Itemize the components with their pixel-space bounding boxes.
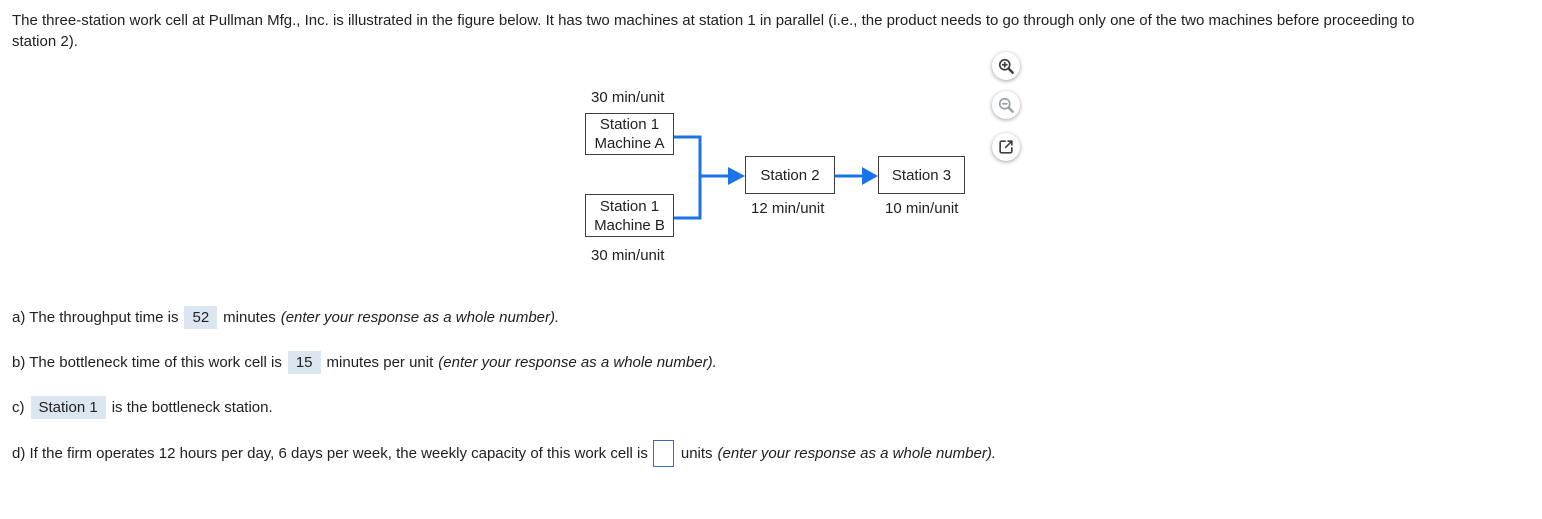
question-d: d) If the firm operates 12 hours per day… xyxy=(12,440,996,467)
question-b-prefix: b) The bottleneck time of this work cell… xyxy=(12,354,282,371)
arrowhead-to-station2-icon xyxy=(728,167,745,185)
zoom-in-icon xyxy=(998,58,1014,74)
question-c-answer-field[interactable]: Station 1 xyxy=(30,396,106,419)
station2-rate-label: 12 min/unit xyxy=(751,200,825,217)
arrowhead-to-station3-icon xyxy=(862,167,878,185)
open-in-new-window-icon xyxy=(999,140,1013,154)
question-b: b) The bottleneck time of this work cell… xyxy=(12,351,717,374)
question-b-note: (enter your response as a whole number). xyxy=(438,354,717,371)
question-c-prefix: c) xyxy=(12,399,25,416)
station2-box: Station 2 xyxy=(745,156,835,194)
station1-machine-a-box: Station 1 Machine A xyxy=(585,113,674,155)
station2-label: Station 2 xyxy=(760,166,820,184)
question-a-note: (enter your response as a whole number). xyxy=(280,309,560,326)
question-d-unit: units xyxy=(680,445,713,462)
problem-statement-line1: The three-station work cell at Pullman M… xyxy=(12,12,1415,29)
zoom-out-icon xyxy=(998,97,1014,113)
zoom-out-button[interactable] xyxy=(992,91,1020,119)
question-d-answer-input[interactable] xyxy=(652,440,674,467)
question-b-unit: minutes per unit xyxy=(326,354,434,371)
station1-machine-b-line2: Machine B xyxy=(594,216,665,234)
question-a: a) The throughput time is 52 minutes (en… xyxy=(12,306,559,329)
question-a-answer-field[interactable]: 52 xyxy=(184,306,218,329)
question-a-prefix: a) The throughput time is xyxy=(12,309,179,326)
machine-a-rate-label: 30 min/unit xyxy=(591,89,665,106)
question-c: c) Station 1 is the bottleneck station. xyxy=(12,396,273,419)
question-b-answer-field[interactable]: 15 xyxy=(287,351,321,374)
open-in-new-window-button[interactable] xyxy=(992,133,1020,161)
question-d-prefix: d) If the firm operates 12 hours per day… xyxy=(12,445,648,462)
station3-rate-label: 10 min/unit xyxy=(885,200,959,217)
station3-box: Station 3 xyxy=(878,156,965,194)
zoom-in-button[interactable] xyxy=(992,52,1020,80)
problem-statement: The three-station work cell at Pullman M… xyxy=(12,10,1414,52)
station1-machine-a-line2: Machine A xyxy=(594,135,665,152)
problem-statement-line2: station 2). xyxy=(12,33,78,50)
parallel-merge-connector xyxy=(674,135,702,220)
station1-machine-b-line1: Station 1 xyxy=(599,197,660,215)
question-a-unit: minutes xyxy=(223,309,276,326)
station1-machine-a-line1: Station 1 xyxy=(599,116,660,133)
machine-b-rate-label: 30 min/unit xyxy=(591,247,665,264)
station3-label: Station 3 xyxy=(891,166,952,184)
question-c-suffix: is the bottleneck station. xyxy=(111,399,273,416)
flow-diagram-connectors xyxy=(674,135,878,220)
station1-machine-b-box: Station 1 Machine B xyxy=(585,194,674,237)
question-d-note: (enter your response as a whole number). xyxy=(717,445,997,462)
